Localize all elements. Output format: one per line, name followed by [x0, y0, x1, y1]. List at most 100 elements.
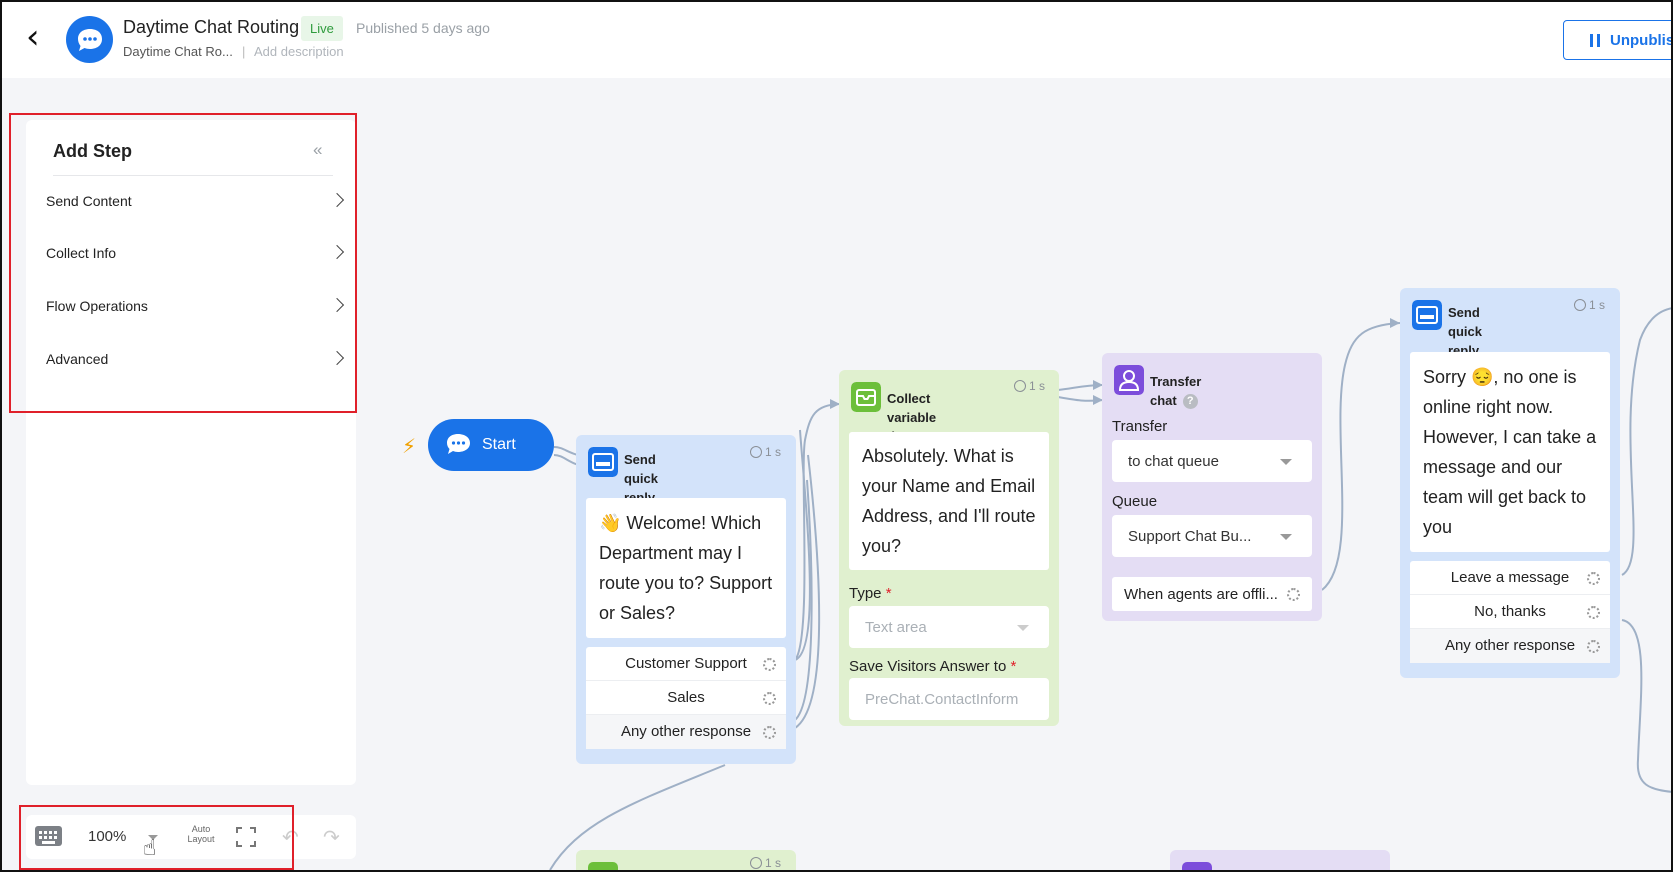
undo-icon[interactable]: ↶: [282, 825, 299, 849]
collect-variable-data-node[interactable]: Collect variable data 1 s Absolutely. Wh…: [839, 370, 1059, 726]
dropdown-caret-icon: [1017, 625, 1029, 631]
send-quick-reply-node[interactable]: Send quick reply options? 1 s 👋 Welcome!…: [576, 435, 796, 764]
save-answer-label: Save Visitors Answer to *: [849, 658, 1016, 675]
message-text[interactable]: Sorry 😔, no one is online right now. How…: [1410, 352, 1610, 552]
help-icon[interactable]: ?: [1182, 394, 1198, 410]
menu-item-send-content[interactable]: Send Content: [46, 187, 346, 215]
back-arrow-icon[interactable]: ‹: [26, 17, 40, 57]
message-text[interactable]: 👋 Welcome! Which Department may I route …: [586, 498, 786, 638]
message-text[interactable]: Absolutely. What is your Name and Email …: [849, 432, 1049, 570]
transfer-node-partial[interactable]: [1170, 850, 1390, 872]
start-label: Start: [482, 436, 516, 453]
clock-icon: [750, 446, 762, 458]
delay-value: 1 s: [1589, 298, 1606, 312]
gear-icon[interactable]: [1287, 588, 1300, 601]
type-label: Type *: [849, 585, 892, 602]
option-leave-message[interactable]: Leave a message: [1410, 561, 1610, 595]
send-reply-icon: [588, 447, 618, 477]
agents-offline-branch[interactable]: When agents are offli...: [1112, 577, 1312, 611]
node-delay: 1 s: [750, 445, 781, 459]
hand-pointer-cursor-icon: ☝: [143, 836, 157, 861]
menu-item-advanced[interactable]: Advanced: [46, 345, 346, 373]
start-node[interactable]: Start: [428, 419, 554, 471]
save-answer-value: PreChat.ContactInform: [865, 691, 1019, 708]
pause-icon: [1590, 34, 1600, 47]
redo-icon[interactable]: ↷: [323, 825, 340, 849]
transfer-select[interactable]: to chat queue: [1112, 440, 1312, 482]
gear-icon[interactable]: [763, 658, 776, 671]
menu-item-collect-info[interactable]: Collect Info: [46, 239, 346, 267]
clock-icon: [1014, 380, 1026, 392]
option-label: Any other response: [620, 723, 752, 740]
highlight-box-toolbar: [19, 805, 294, 870]
auto-layout-label-2: Layout: [187, 834, 215, 844]
published-time: Published 5 days ago: [356, 20, 490, 36]
transfer-agent-icon: [1114, 365, 1144, 395]
zoom-level[interactable]: 100%: [88, 828, 127, 845]
menu-item-label: Flow Operations: [46, 298, 148, 314]
required-asterisk: *: [885, 585, 892, 602]
node-delay: 1 s: [750, 856, 781, 870]
menu-item-flow-operations[interactable]: Flow Operations: [46, 292, 346, 320]
agents-offline-label: When agents are offli...: [1124, 586, 1278, 603]
type-label-text: Type: [849, 585, 882, 602]
transfer-select-value: to chat queue: [1128, 453, 1219, 470]
node-title-text: Transfer chat: [1150, 374, 1202, 408]
zoom-dropdown-caret-icon[interactable]: [148, 835, 158, 840]
highlight-box-add-step: [9, 113, 357, 413]
gear-icon[interactable]: [1587, 572, 1600, 585]
flow-title[interactable]: Daytime Chat Routing: [123, 17, 300, 37]
type-select[interactable]: Text area: [849, 606, 1049, 648]
delay-value: 1 s: [1029, 379, 1046, 393]
save-answer-label-text: Save Visitors Answer to: [849, 658, 1007, 675]
gear-icon[interactable]: [763, 726, 776, 739]
auto-layout-label-1: Auto: [191, 824, 211, 834]
option-any-other-response[interactable]: Any other response: [1410, 629, 1610, 663]
reply-options: Customer Support Sales Any other respons…: [586, 647, 786, 749]
menu-item-label: Advanced: [46, 351, 109, 367]
keyboard-icon[interactable]: [35, 826, 62, 846]
fullscreen-icon[interactable]: [236, 827, 256, 847]
unpublish-label: Unpublis: [1610, 32, 1673, 49]
queue-label: Queue: [1112, 493, 1158, 510]
unpublish-button[interactable]: Unpublis: [1563, 20, 1673, 60]
add-description-link[interactable]: Add description: [254, 44, 344, 59]
queue-select-value: Support Chat Bu...: [1128, 528, 1252, 545]
gear-icon[interactable]: [763, 692, 776, 705]
auto-layout-button[interactable]: Auto Layout: [186, 824, 216, 844]
collect-data-icon: [851, 382, 881, 412]
transfer-chat-node[interactable]: Transfer chat? Transfer to chat queue Qu…: [1102, 353, 1322, 621]
status-badge: Live: [301, 16, 343, 41]
collapse-panel-icon[interactable]: «: [313, 140, 323, 159]
option-customer-support[interactable]: Customer Support: [586, 647, 786, 681]
option-sales[interactable]: Sales: [586, 681, 786, 715]
separator: |: [242, 44, 246, 59]
queue-select[interactable]: Support Chat Bu...: [1112, 515, 1312, 557]
dropdown-caret-icon: [1280, 459, 1292, 465]
canvas-toolbar: 100% Auto Layout ↶ ↷: [26, 815, 356, 859]
collect-node-partial[interactable]: 1 s: [576, 850, 796, 872]
option-label: No, thanks: [1474, 603, 1546, 620]
reply-options: Leave a message No, thanks Any other res…: [1410, 561, 1610, 663]
send-quick-reply-node-offline[interactable]: Send quick reply options? 1 s Sorry 😔, n…: [1400, 288, 1620, 678]
clock-icon: [750, 857, 762, 869]
divider: [53, 175, 333, 176]
menu-item-label: Send Content: [46, 193, 132, 209]
option-label: Customer Support: [625, 655, 747, 672]
menu-item-label: Collect Info: [46, 245, 117, 261]
gear-icon[interactable]: [1587, 606, 1600, 619]
type-select-value: Text area: [865, 619, 927, 636]
header-bar: ‹ Daytime Chat Routing Live Published 5 …: [0, 0, 1673, 78]
chat-bubble-logo-icon: [66, 16, 113, 63]
transfer-label: Transfer: [1112, 418, 1168, 435]
option-label: Any other response: [1444, 637, 1576, 654]
option-any-other-response[interactable]: Any other response: [586, 715, 786, 749]
option-no-thanks[interactable]: No, thanks: [1410, 595, 1610, 629]
gear-icon[interactable]: [1587, 640, 1600, 653]
dropdown-caret-icon: [1280, 534, 1292, 540]
save-answer-field[interactable]: PreChat.ContactInform: [849, 678, 1049, 720]
node-delay: 1 s: [1574, 298, 1605, 312]
required-asterisk: *: [1010, 658, 1017, 675]
option-label: Leave a message: [1450, 569, 1570, 586]
node-title: Transfer chat?: [1150, 372, 1201, 410]
